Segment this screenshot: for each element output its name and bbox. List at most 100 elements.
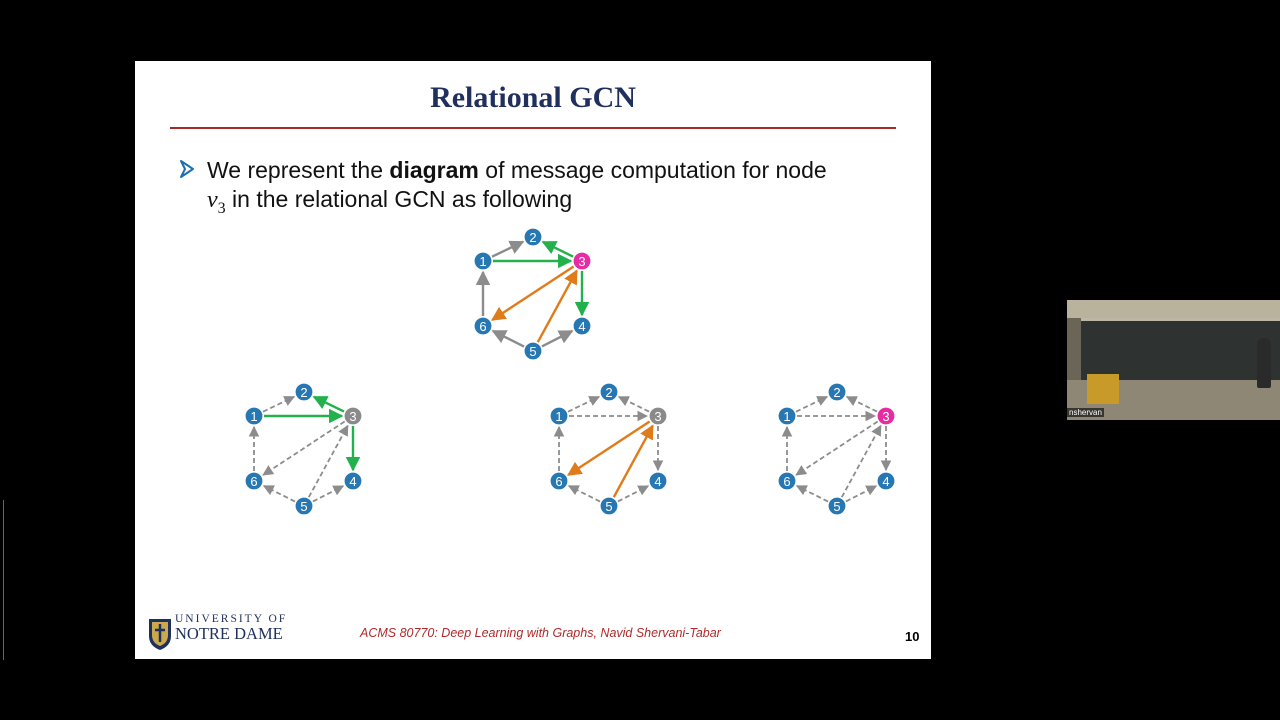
- node-1: [549, 406, 569, 426]
- node-2: [827, 382, 847, 402]
- edge-1-to-2: [795, 395, 829, 413]
- university-line-1: UNIVERSITY OF: [175, 613, 288, 625]
- edge-5-to-3: [612, 424, 654, 498]
- node-5: [294, 496, 314, 516]
- edge-1-to-2: [491, 240, 525, 258]
- edge-3-to-6: [795, 420, 879, 476]
- node-label-3: 3: [882, 409, 889, 424]
- node-label-6: 6: [783, 474, 790, 489]
- bullet-text-bold: diagram: [389, 157, 479, 183]
- webcam-chalkboard: [1081, 318, 1280, 381]
- node-5: [599, 496, 619, 516]
- title-divider: [170, 127, 896, 129]
- node-label-3: 3: [578, 254, 585, 269]
- node-label-3: 3: [654, 409, 661, 424]
- node-1: [473, 251, 493, 271]
- edge-5-to-6: [567, 485, 601, 503]
- graph-full: 1 2 3 4 5 6: [473, 227, 592, 361]
- node-label-5: 5: [529, 344, 536, 359]
- node-label-1: 1: [555, 409, 562, 424]
- node-2: [599, 382, 619, 402]
- notre-dame-shield-logo: [149, 619, 171, 650]
- bullet-text-line2: in the relational GCN as following: [225, 186, 573, 212]
- edge-3-to-2: [845, 396, 878, 413]
- node-6: [244, 471, 264, 491]
- slide: Relational GCN We represent the diagram …: [135, 61, 931, 659]
- webcam-name-label: nshervan: [1067, 408, 1104, 417]
- node-5: [827, 496, 847, 516]
- math-var: v: [207, 187, 218, 213]
- node-6: [777, 471, 797, 491]
- node-label-5: 5: [300, 499, 307, 514]
- webcam-presenter: [1257, 338, 1271, 388]
- graph-green-relation: 1 2 3 4 5 6: [244, 382, 363, 516]
- node-label-4: 4: [349, 474, 356, 489]
- node-label-1: 1: [250, 409, 257, 424]
- edge-5-to-3: [307, 424, 349, 498]
- university-line-2: NOTRE DAME: [175, 624, 283, 643]
- node-label-3: 3: [349, 409, 356, 424]
- node-label-6: 6: [250, 474, 257, 489]
- node-label-5: 5: [605, 499, 612, 514]
- math-subscript: 3: [217, 199, 226, 217]
- bullet-text: We represent the diagram of message comp…: [207, 156, 897, 223]
- node-6: [473, 316, 493, 336]
- edge-1-to-2: [262, 395, 296, 413]
- edge-5-to-6: [795, 485, 829, 503]
- node-label-2: 2: [300, 385, 307, 400]
- node-3: [648, 406, 668, 426]
- node-2: [523, 227, 543, 247]
- node-4: [876, 471, 896, 491]
- node-label-6: 6: [479, 319, 486, 334]
- node-label-2: 2: [529, 230, 536, 245]
- edge-3-to-6: [490, 265, 575, 321]
- edge-5-to-6: [262, 485, 296, 503]
- edge-3-to-2: [541, 240, 574, 258]
- graph-diagrams: 1 2 3 4 5 6 1 2 3 4 5 6 1 2 3 4 5 6 1 2 3 4 5 6: [244, 227, 896, 516]
- edge-5-to-4: [541, 329, 574, 348]
- slide-footer: ACMS 80770: Deep Learning with Graphs, N…: [360, 626, 721, 640]
- left-edge-line: [3, 500, 4, 660]
- edge-3-to-6: [262, 420, 346, 476]
- edge-5-to-6: [491, 329, 525, 348]
- edge-3-to-2: [617, 396, 650, 413]
- webcam-desk: [1087, 374, 1119, 404]
- edge-3-to-2: [312, 395, 345, 413]
- node-2: [294, 382, 314, 402]
- node-label-2: 2: [605, 385, 612, 400]
- bullet-arrow-icon: [180, 160, 194, 178]
- bullet-text-pre: We represent the: [207, 157, 390, 183]
- node-4: [343, 471, 363, 491]
- node-label-1: 1: [783, 409, 790, 424]
- node-3: [343, 406, 363, 426]
- node-1: [244, 406, 264, 426]
- edge-5-to-3: [840, 424, 882, 498]
- page-number: 10: [905, 629, 920, 644]
- node-3: [876, 406, 896, 426]
- edge-1-to-2: [567, 395, 601, 413]
- node-1: [777, 406, 797, 426]
- node-label-1: 1: [479, 254, 486, 269]
- node-5: [523, 341, 543, 361]
- node-label-4: 4: [578, 319, 585, 334]
- graph-self-loop: 1 2 3 4 5 6: [777, 382, 896, 516]
- edge-3-to-6: [566, 420, 651, 476]
- node-4: [648, 471, 668, 491]
- node-label-6: 6: [555, 474, 562, 489]
- node-3: [572, 251, 592, 271]
- node-label-5: 5: [833, 499, 840, 514]
- graph-orange-relation: 1 2 3 4 5 6: [549, 382, 668, 516]
- node-6: [549, 471, 569, 491]
- node-label-4: 4: [882, 474, 889, 489]
- edge-5-to-4: [617, 485, 650, 503]
- node-label-4: 4: [654, 474, 661, 489]
- webcam-wall: [1067, 300, 1280, 318]
- bullet-text-post: of message computation for node: [478, 157, 827, 183]
- webcam-video[interactable]: nshervan: [1067, 300, 1280, 420]
- math-node-symbol: v3: [207, 187, 226, 217]
- edge-5-to-3: [536, 269, 578, 343]
- edge-5-to-4: [845, 485, 878, 503]
- node-label-2: 2: [833, 385, 840, 400]
- slide-title: Relational GCN: [430, 81, 636, 114]
- node-4: [572, 316, 592, 336]
